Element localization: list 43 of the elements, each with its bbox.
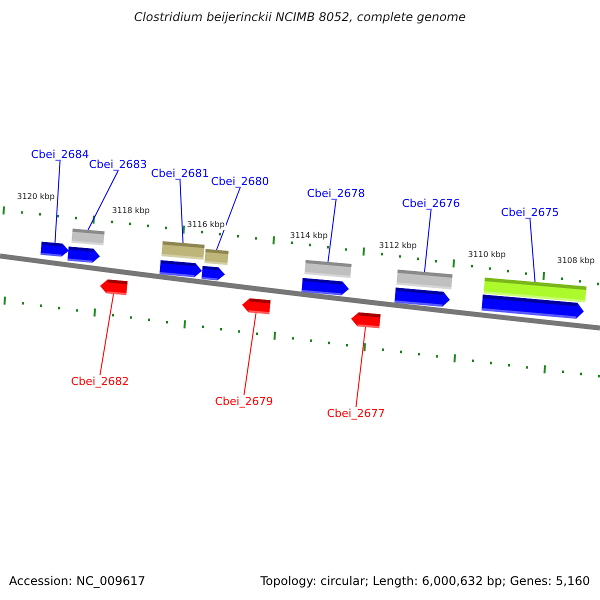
gene-label: Cbei_2682	[71, 375, 129, 388]
feature-bar	[71, 228, 105, 246]
feature-bar	[396, 270, 453, 290]
gene-feature	[99, 278, 128, 296]
scale-label: 3120 kbp	[16, 192, 56, 202]
scale-label: 3108 kbp	[556, 256, 596, 266]
gene-label: Cbei_2677	[327, 407, 385, 420]
scale-label: 3116 kbp	[186, 220, 226, 230]
gene-feature	[350, 312, 381, 328]
accession-note: Accession: NC_009617	[9, 575, 146, 588]
gene-label: Cbei_2678	[307, 187, 365, 200]
scale-label: 3114 kbp	[289, 231, 329, 241]
leader-line	[244, 312, 256, 396]
leader-line	[88, 170, 118, 230]
leader-line	[356, 326, 366, 408]
gene-feature	[201, 266, 226, 281]
leader-line	[424, 210, 432, 272]
gene-label: Cbei_2675	[501, 206, 559, 219]
feature-bar	[304, 260, 352, 278]
gene-feature	[67, 246, 101, 264]
gene-label: Cbei_2683	[89, 158, 147, 171]
gene-feature	[301, 278, 350, 296]
gene-label: Cbei_2680	[211, 175, 269, 188]
feature-bar	[204, 249, 229, 265]
leader-line	[180, 180, 184, 244]
gene-feature	[241, 298, 271, 314]
gene-label: Cbei_2676	[402, 197, 460, 210]
leader-line	[216, 188, 240, 250]
gene-feature	[482, 294, 584, 320]
leader-line	[328, 200, 336, 262]
leader-line	[530, 218, 536, 282]
scale-label: 3110 kbp	[467, 250, 507, 260]
leader-line	[100, 294, 114, 376]
gene-feature	[394, 288, 451, 308]
genome-summary: Topology: circular; Length: 6,000,632 bp; Genes: 5,160	[260, 575, 590, 588]
gene-feature	[40, 242, 70, 258]
gene-label: Cbei_2681	[151, 167, 209, 180]
gene-label: Cbei_2684	[31, 148, 89, 161]
scale-label: 3118 kbp	[111, 206, 151, 216]
leader-line	[54, 160, 60, 244]
scale-label: 3112 kbp	[378, 241, 418, 251]
gene-label: Cbei_2679	[215, 395, 273, 408]
map-title: Clostridium beijerinckii NCIMB 8052, complete genome	[133, 11, 467, 24]
